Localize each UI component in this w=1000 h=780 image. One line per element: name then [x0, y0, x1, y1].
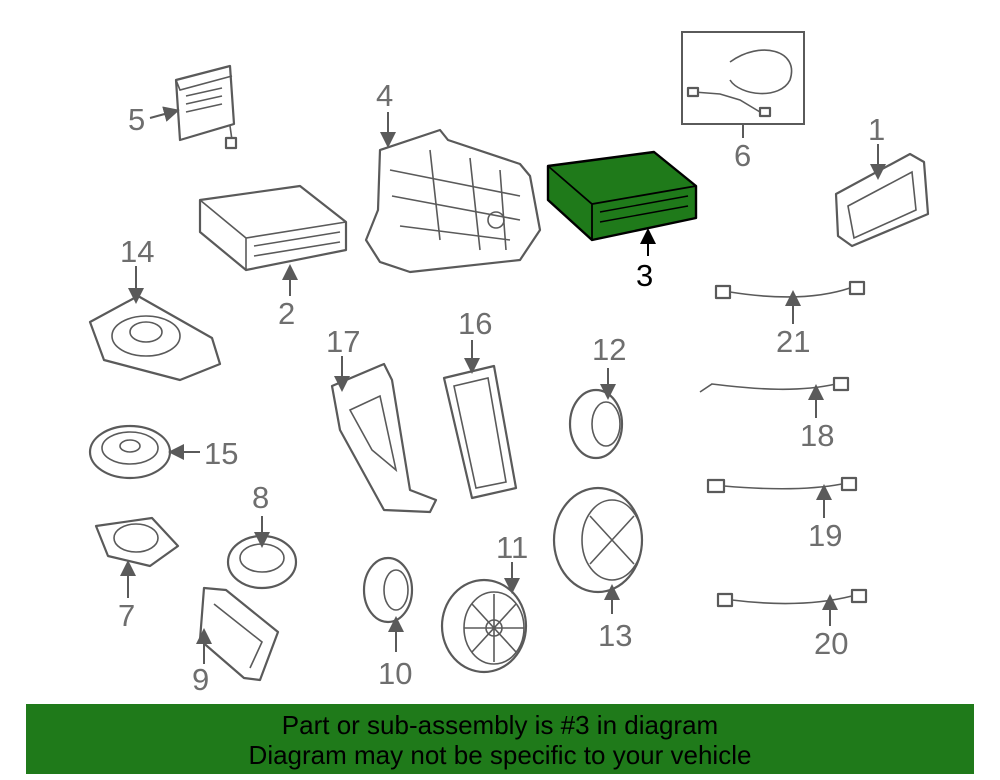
callout-17: 17: [326, 324, 360, 359]
callout-16: 16: [458, 306, 492, 341]
part-20-cable[interactable]: [716, 588, 868, 626]
part-6-cable[interactable]: [681, 31, 805, 138]
part-7-speaker[interactable]: [94, 516, 180, 598]
part-16-panel[interactable]: [442, 340, 518, 500]
part-15-speaker[interactable]: [88, 424, 200, 480]
part-8-speaker[interactable]: [226, 516, 298, 590]
callout-5: 5: [128, 102, 145, 137]
part-1-display[interactable]: [834, 144, 930, 248]
part-13-speaker[interactable]: [552, 486, 644, 614]
part-14-speaker[interactable]: [88, 266, 222, 382]
callout-7: 7: [118, 598, 135, 633]
callout-8: 8: [252, 480, 269, 515]
callout-6: 6: [734, 138, 751, 173]
part-10-speaker[interactable]: [362, 556, 414, 652]
part-3-highlighted-unit[interactable]: [546, 150, 698, 256]
callout-13: 13: [598, 618, 632, 653]
callout-3: 3: [636, 258, 653, 293]
part-19-cable[interactable]: [706, 476, 858, 518]
callout-11: 11: [496, 530, 528, 565]
callout-2: 2: [278, 296, 295, 331]
banner-line-1: Part or sub-assembly is #3 in diagram: [281, 710, 719, 740]
part-12-speaker[interactable]: [568, 368, 624, 460]
callout-12: 12: [592, 332, 626, 367]
callout-19: 19: [808, 518, 842, 553]
callout-14: 14: [120, 234, 154, 269]
part-17-bracket[interactable]: [330, 356, 438, 514]
callout-20: 20: [814, 626, 848, 661]
callout-9: 9: [192, 662, 209, 697]
part-18-cable[interactable]: [699, 376, 850, 418]
callout-15: 15: [204, 436, 238, 471]
callout-10: 10: [378, 656, 412, 691]
part-2-unit[interactable]: [198, 184, 348, 296]
banner-line-2: Diagram may not be specific to your vehi…: [248, 740, 752, 770]
part-5-module[interactable]: [149, 64, 238, 150]
info-banner: Part or sub-assembly is #3 in diagram Di…: [26, 704, 974, 774]
part-21-cable[interactable]: [714, 280, 866, 324]
part-11-woofer[interactable]: [440, 562, 528, 674]
part-9-grille[interactable]: [196, 586, 280, 682]
part-4-bracket[interactable]: [364, 112, 542, 274]
callout-1: 1: [868, 112, 885, 147]
callout-4: 4: [376, 78, 393, 113]
callout-18: 18: [800, 418, 834, 453]
callout-21: 21: [776, 324, 810, 359]
